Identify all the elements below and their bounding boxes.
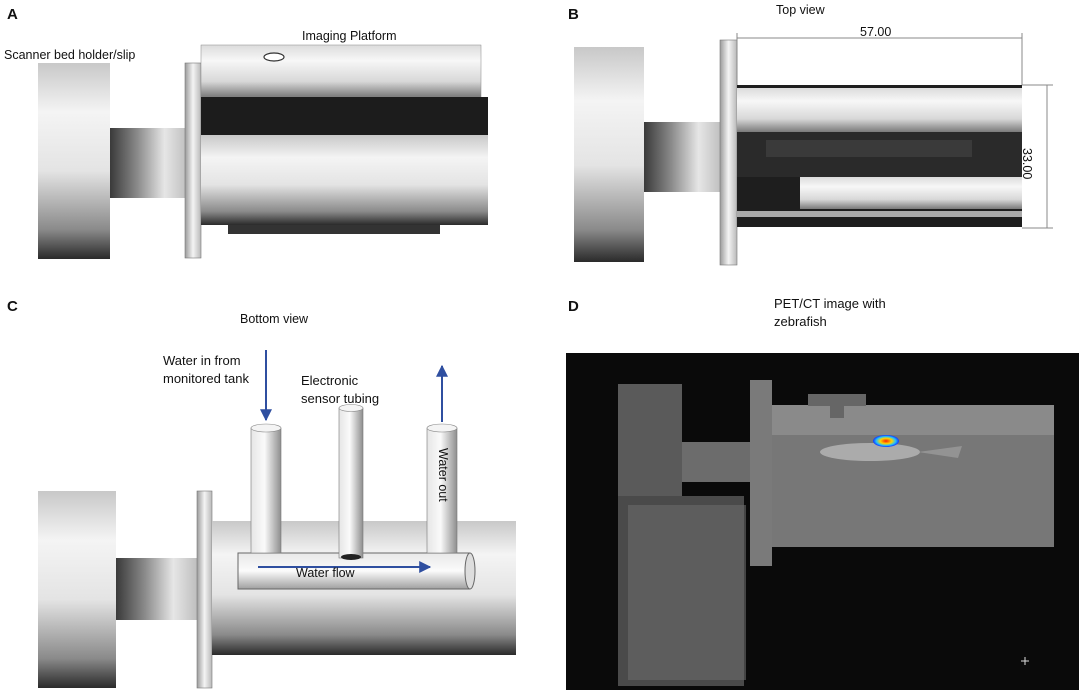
c-flange: [196, 490, 213, 689]
panel-d-scan: [566, 353, 1079, 690]
b-flange: [719, 39, 738, 266]
label-water-out: Water out: [436, 448, 450, 502]
d-top-knob: [808, 394, 866, 406]
panel-a-drawing: [38, 44, 488, 259]
a-slot: [201, 97, 488, 135]
label-water-flow: Water flow: [296, 566, 355, 580]
c-tube-in: [250, 427, 282, 554]
a-platform-top: [200, 44, 482, 98]
label-imaging-platform: Imaging Platform: [302, 29, 397, 43]
b-end-disc: [574, 47, 644, 262]
panel-c-letter: C: [7, 298, 18, 315]
panel-a-letter: A: [7, 6, 18, 23]
c-end-disc: [38, 491, 116, 688]
label-sensor-tubing: Electronic sensor tubing: [301, 373, 380, 406]
label-scanner-bed-holder: Scanner bed holder/slip: [4, 48, 136, 62]
d-holder-block: [618, 384, 682, 496]
c-shaft: [116, 558, 198, 620]
label-dim-width: 57.00: [860, 25, 892, 39]
panel-d-letter: D: [568, 298, 579, 315]
d-flange: [750, 380, 772, 566]
d-platform-shade: [772, 405, 1054, 435]
label-top-view: Top view: [776, 3, 825, 17]
d-neck: [682, 442, 750, 482]
c-tube-sensor-top: [338, 404, 364, 412]
a-shaft: [110, 128, 188, 198]
d-pet-hotspot: [873, 435, 899, 447]
a-flange: [184, 62, 202, 259]
panel-b-drawing: [574, 33, 1053, 266]
a-end-disc: [38, 63, 110, 259]
b-platform-lower: [800, 177, 1022, 209]
c-tube-sensor: [338, 407, 364, 559]
b-inner-slot: [766, 140, 972, 157]
b-platform-top: [737, 88, 1022, 132]
panel-c-drawing: [38, 350, 516, 689]
c-tube-out-top: [426, 423, 458, 433]
c-channel-end: [464, 552, 476, 590]
c-tube-in-top: [250, 423, 282, 433]
b-shaft: [644, 122, 722, 192]
d-holder-lower-inner: [628, 505, 746, 680]
label-bottom-view: Bottom view: [240, 312, 309, 326]
a-platform-body: [201, 135, 488, 225]
label-water-in: Water in from monitored tank: [163, 353, 249, 386]
label-dim-height: 33.00: [1020, 148, 1034, 180]
d-top-knob-stem: [830, 402, 844, 418]
label-pet-ct-title: PET/CT image with zebrafish: [774, 296, 886, 329]
c-sensor-hole: [341, 554, 361, 560]
a-hole: [263, 52, 285, 62]
a-base-plate: [228, 225, 440, 234]
d-zebrafish-tail: [918, 446, 962, 458]
d-zebrafish-body: [820, 443, 920, 461]
b-rail: [737, 211, 1022, 217]
panel-b-letter: B: [568, 6, 579, 23]
